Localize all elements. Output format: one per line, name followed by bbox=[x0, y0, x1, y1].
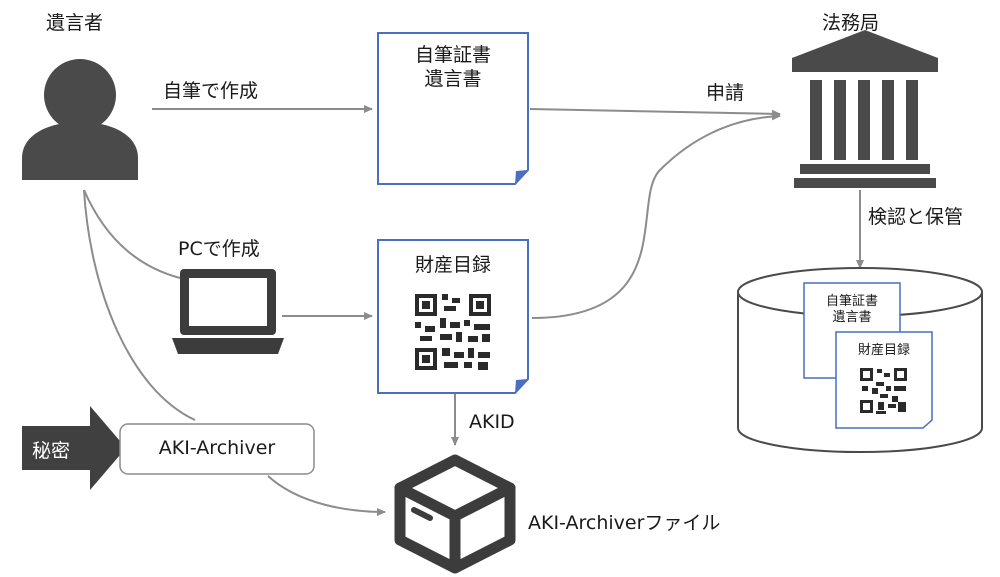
arrow-archiver-to-file bbox=[267, 475, 386, 516]
stored-holograph-line2: 遺言書 bbox=[832, 310, 872, 325]
testator-label: 遺言者 bbox=[46, 12, 104, 34]
apply-label: 申請 bbox=[706, 82, 745, 104]
archive-box-icon bbox=[394, 454, 516, 574]
laptop-icon bbox=[172, 269, 284, 354]
qr-code-icon bbox=[415, 294, 491, 370]
legal-bureau-label: 法務局 bbox=[822, 12, 880, 34]
inventory-title: 財産目録 bbox=[414, 254, 491, 276]
stored-inventory-title: 財産目録 bbox=[857, 343, 910, 358]
holograph-will-document bbox=[377, 32, 529, 185]
holograph-will-title-line2: 遺言書 bbox=[424, 68, 482, 90]
connectors bbox=[83, 105, 864, 516]
archive-label-slot bbox=[411, 507, 433, 521]
arrow-inventory-to-bureau bbox=[531, 112, 781, 319]
secret-arrow bbox=[22, 406, 126, 490]
holograph-will-title-line1: 自筆証書 bbox=[414, 44, 491, 66]
courthouse-icon bbox=[792, 30, 938, 188]
verify-store-label: 検認と保管 bbox=[868, 206, 964, 228]
arrow-pc-create bbox=[83, 189, 181, 279]
stored-qr-code-icon bbox=[860, 368, 907, 414]
archiver-tool-label: AKI-Archiver bbox=[158, 437, 276, 459]
archiver-tool-box bbox=[119, 423, 315, 475]
akid-label: AKID bbox=[469, 411, 515, 433]
archiver-file-label: AKI-Archiverファイル bbox=[528, 512, 721, 534]
handwritten-create-label: 自筆で作成 bbox=[163, 80, 259, 102]
line-testator-to-archiver bbox=[83, 189, 196, 421]
person-icon bbox=[22, 59, 138, 180]
stored-holograph-line1: 自筆証書 bbox=[825, 294, 878, 309]
arrow-apply bbox=[529, 108, 781, 118]
pc-create-label: PCで作成 bbox=[178, 238, 260, 260]
secret-label: 秘密 bbox=[32, 440, 71, 462]
